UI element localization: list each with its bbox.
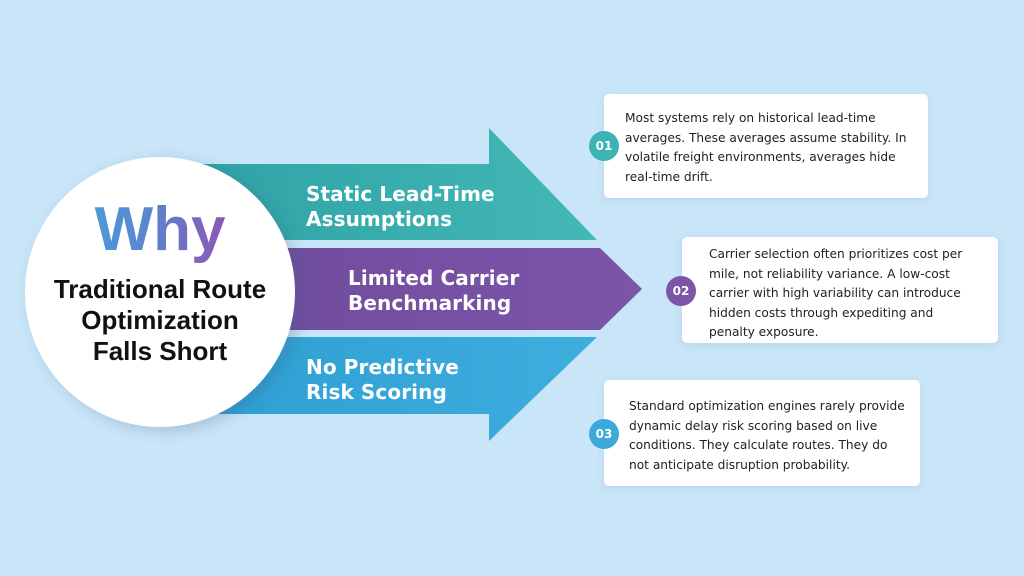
arrow-label-limited-carrier: Limited Carrier Benchmarking <box>348 266 519 316</box>
subtitle-line: Falls Short <box>92 336 228 366</box>
card-line: mile, not reliability variance. A low-co… <box>709 266 950 281</box>
card-line: carrier with high variability can introd… <box>709 286 961 300</box>
card-line: dynamic delay risk scoring based on live <box>629 418 878 433</box>
arrow-label-line: Risk Scoring <box>306 380 447 404</box>
card-text: Standard optimization engines rarely pro… <box>629 397 905 475</box>
arrow-label-line: Static Lead-Time <box>306 182 495 206</box>
card-line: real-time drift. <box>625 169 713 184</box>
card-text: Most systems rely on historical lead-tim… <box>625 109 906 187</box>
card-line: Standard optimization engines rarely pro… <box>629 399 905 413</box>
card-line: hidden costs through expediting and <box>709 305 934 320</box>
card-line: conditions. They calculate routes. They … <box>629 438 888 452</box>
arrow-label-line: Assumptions <box>306 207 453 231</box>
subtitle-line: Traditional Route <box>53 274 267 304</box>
card-line: Carrier selection often prioritizes cost… <box>709 247 963 261</box>
card-line: not anticipate disruption probability. <box>629 457 850 472</box>
arrow-label-line: Limited Carrier <box>348 266 520 290</box>
arrow-label-no-predictive: No Predictive Risk Scoring <box>306 355 459 405</box>
info-card-01: Most systems rely on historical lead-tim… <box>604 94 928 198</box>
why-heading: Why <box>25 195 295 265</box>
arrow-label-line: Benchmarking <box>348 291 512 315</box>
arrow-teal <box>200 128 597 240</box>
card-line: volatile freight environments, averages … <box>625 150 896 164</box>
badge-01: 01 <box>589 131 619 161</box>
card-text: Carrier selection often prioritizes cost… <box>709 245 962 343</box>
card-line: averages. These averages assume stabilit… <box>625 130 907 145</box>
arrow-blue <box>200 337 597 441</box>
info-card-03: Standard optimization engines rarely pro… <box>604 380 920 486</box>
hero-subtitle: Traditional Route Optimization Falls Sho… <box>25 274 295 367</box>
subtitle-line: Optimization <box>81 305 239 335</box>
arrow-label-line: No Predictive <box>306 355 459 379</box>
card-line: Most systems rely on historical lead-tim… <box>625 111 876 125</box>
badge-03: 03 <box>589 419 619 449</box>
info-card-02: Carrier selection often prioritizes cost… <box>682 237 998 343</box>
badge-02: 02 <box>666 276 696 306</box>
arrow-purple <box>200 248 642 330</box>
arrow-label-static-lead-time: Static Lead-Time Assumptions <box>306 182 495 232</box>
hero-circle: Why Traditional Route Optimization Falls… <box>25 157 295 427</box>
card-line: penalty exposure. <box>709 325 819 339</box>
